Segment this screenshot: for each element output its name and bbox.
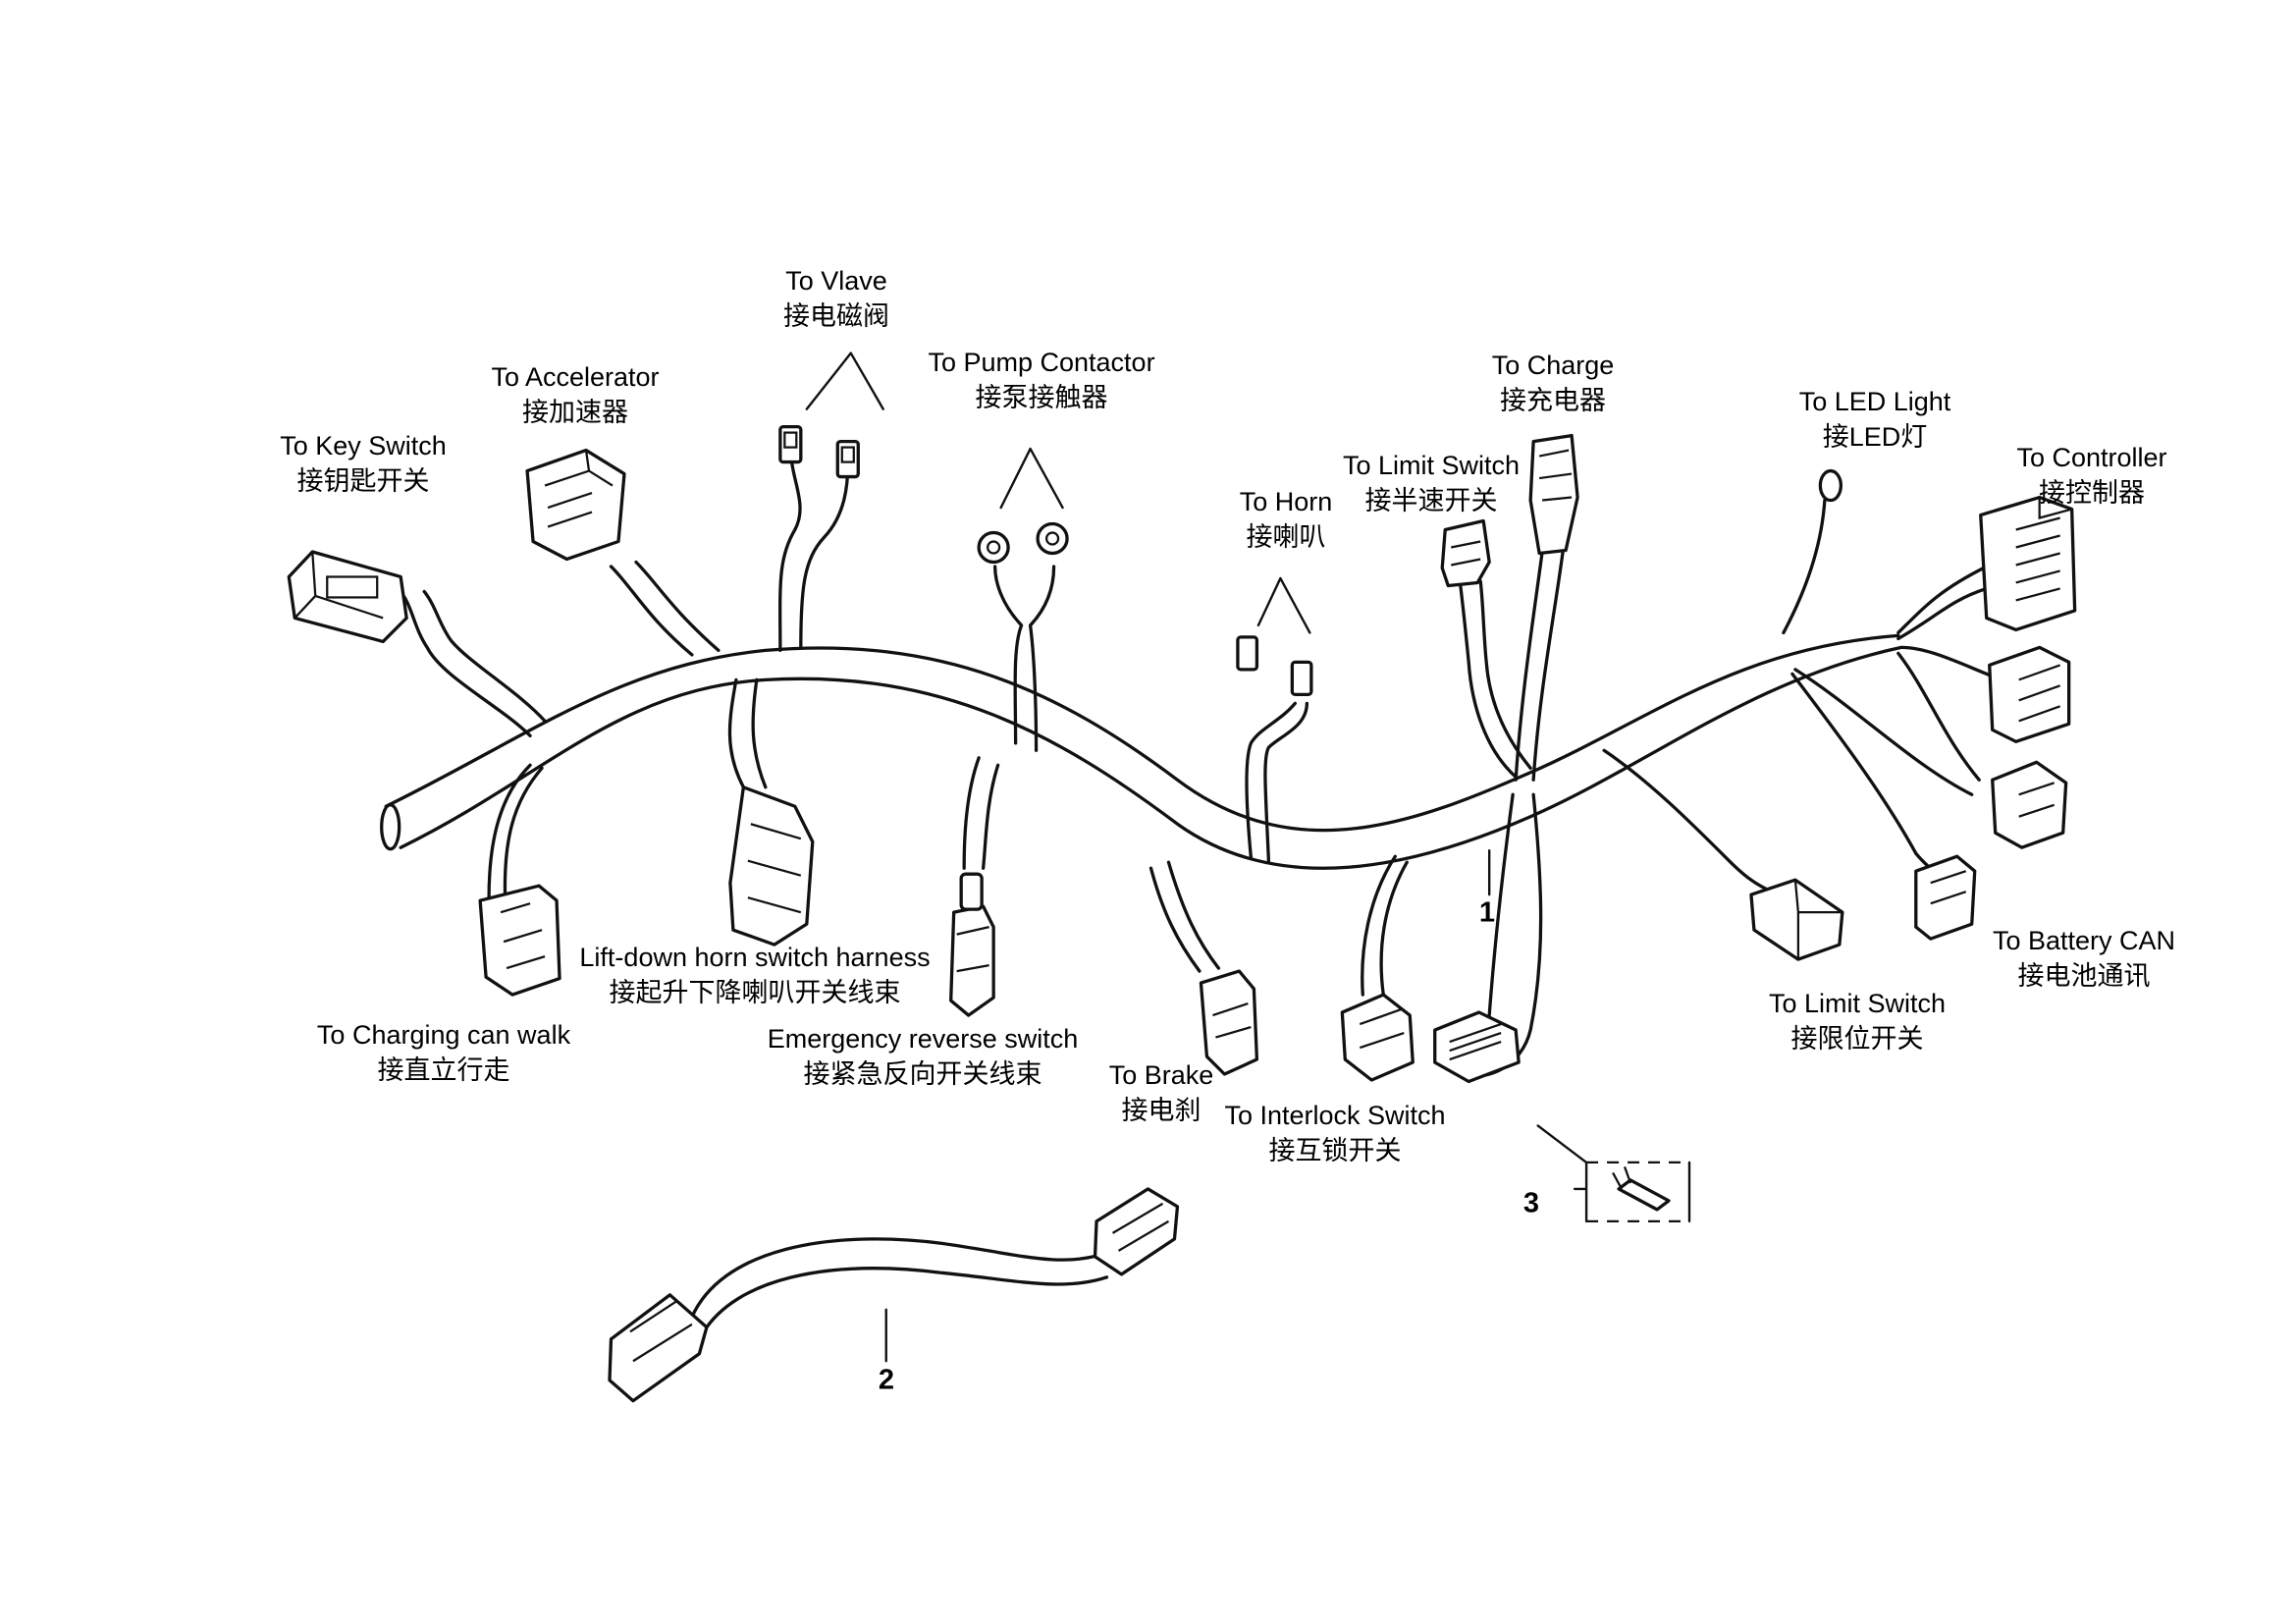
label-charge-en: To Charge [1491,351,1615,380]
label-accelerator-zh: 接加速器 [522,398,628,427]
part-number-1: 1 [1478,896,1496,929]
limit-switch-bottom-connector-2 [1749,878,1844,961]
label-brake-zh: 接电刹 [1121,1096,1201,1125]
charging-can-walk-connector [478,884,561,997]
label-lift-down-horn-switch: Lift-down horn switch harness 接起升下降喇叭开关线… [579,940,930,1010]
label-brake: To Brake 接电刹 [1109,1057,1214,1128]
brake-connector [1199,969,1259,1076]
branch-battery-can [1793,668,2068,849]
label-charge-zh: 接充电器 [1499,386,1606,415]
label-key-switch-en: To Key Switch [280,431,447,460]
label-brake-en: To Brake [1108,1060,1214,1090]
limit-switch-bottom-connector [1914,854,1977,941]
label-valve: To Vlave 接电磁阀 [783,263,889,334]
branch-limit-switch-top [1440,518,1532,779]
part-2-connector-right [1093,1187,1180,1276]
label-battery-can: To Battery CAN 接电池通讯 [1993,923,2175,994]
branch-accelerator [525,448,721,657]
label-led-light-zh: 接LED灯 [1822,422,1928,452]
label-interlock-switch-zh: 接互锁开关 [1268,1136,1402,1165]
branch-valve [778,352,884,653]
branch-horn [1236,576,1313,863]
lift-down-horn-switch-connector [728,785,815,947]
label-limit-switch-bottom-zh: 接限位开关 [1790,1024,1924,1054]
label-horn-zh: 接喇叭 [1246,522,1326,552]
fuse-blade [1612,1166,1671,1212]
label-limit-switch-bottom: To Limit Switch 接限位开关 [1769,986,1946,1056]
label-charging-can-walk-zh: 接直立行走 [377,1055,510,1085]
controller-connector-2 [1988,645,2071,743]
controller-connector [1979,495,2077,632]
label-led-light-en: To LED Light [1798,387,1951,416]
label-valve-en: To Vlave [785,266,887,296]
label-limit-switch-top-en: To Limit Switch [1342,451,1521,480]
label-emergency-reverse: Emergency reverse switch 接紧急反向开关线束 [768,1021,1079,1092]
part-3-fuse [1536,1124,1691,1223]
label-pump-contactor: To Pump Contactor 接泵接触器 [928,345,1154,415]
emergency-reverse-connector [949,872,995,1017]
horn-terminal-left [1236,635,1259,672]
label-controller-zh: 接控制器 [2039,478,2145,508]
branch-pump-contactor [977,447,1069,752]
label-led-light: To LED Light 接LED灯 [1799,384,1951,455]
label-lift-down-en: Lift-down horn switch harness [579,943,931,972]
label-accelerator: To Accelerator 接加速器 [491,359,659,430]
branch-emergency-reverse [949,756,1000,1017]
accelerator-connector [525,448,626,562]
branch-controller [1896,495,2077,782]
branch-charge [1514,433,1579,782]
label-limit-switch-top-zh: 接半速开关 [1364,486,1498,515]
interlock-switch-connector [1340,993,1415,1082]
charge-connector [1528,433,1579,556]
label-interlock-switch: To Interlock Switch 接互锁开关 [1224,1098,1445,1168]
branch-interlock-switch [1340,854,1415,1082]
label-accelerator-en: To Accelerator [491,362,660,392]
limit-switch-top-connector [1440,518,1491,588]
label-controller: To Controller 接控制器 [2016,440,2166,511]
branch-fuse-holder [1433,792,1543,1084]
part-2-harness [608,1187,1180,1403]
label-charging-can-walk-en: To Charging can walk [316,1020,571,1050]
label-charging-can-walk: To Charging can walk 接直立行走 [317,1017,570,1088]
label-limit-switch-top: To Limit Switch 接半速开关 [1343,448,1520,518]
label-pump-contactor-zh: 接泵接触器 [975,383,1108,412]
label-charge: To Charge 接充电器 [1492,348,1615,418]
branch-lift-down-horn-switch [727,677,815,947]
part-number-2: 2 [878,1364,895,1396]
fuse-holder [1433,1010,1521,1084]
valve-terminal-left [778,424,803,464]
label-horn-en: To Horn [1239,487,1333,516]
branch-led-light [1782,468,1843,635]
part-2-connector-left [608,1293,709,1403]
key-switch-connector [287,550,408,644]
branch-charging-can-walk [478,763,561,997]
horn-terminal-right [1290,660,1313,697]
label-battery-can-zh: 接电池通讯 [2017,961,2151,991]
label-interlock-switch-en: To Interlock Switch [1224,1101,1446,1130]
main-harness-trunk [380,633,1903,870]
branch-key-switch [287,550,547,737]
label-valve-zh: 接电磁阀 [783,301,889,331]
label-key-switch-zh: 接钥匙开关 [296,466,430,496]
label-horn: To Horn 接喇叭 [1240,484,1333,555]
part-number-3: 3 [1522,1187,1540,1219]
branch-brake [1148,860,1259,1076]
valve-terminal-right [835,439,860,479]
label-key-switch: To Key Switch 接钥匙开关 [280,428,447,499]
branch-limit-switch-bottom [1602,672,1977,961]
label-limit-switch-bottom-en: To Limit Switch [1768,989,1947,1018]
label-pump-contactor-en: To Pump Contactor [928,348,1155,377]
label-lift-down-zh: 接起升下降喇叭开关线束 [609,978,901,1007]
label-controller-en: To Controller [2016,443,2167,472]
label-emergency-reverse-zh: 接紧急反向开关线束 [803,1059,1042,1089]
battery-can-connector [1991,760,2068,849]
label-battery-can-en: To Battery CAN [1992,926,2176,955]
label-emergency-reverse-en: Emergency reverse switch [767,1024,1079,1054]
